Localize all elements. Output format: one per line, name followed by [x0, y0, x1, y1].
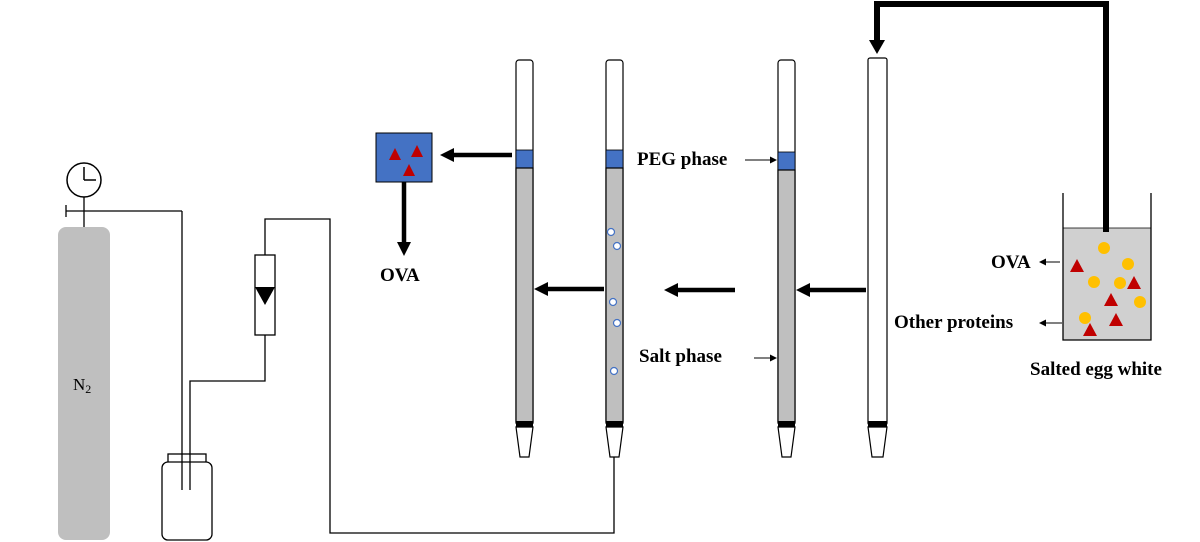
- arrow-col2-to-col1: [534, 282, 604, 296]
- red-triangle-icon: [403, 164, 415, 176]
- ova-legend-label: OVA: [991, 252, 1031, 273]
- red-triangle-icon: [411, 145, 423, 157]
- other-proteins-label: Other proteins: [894, 312, 1013, 333]
- arrow-box-to-ova: [397, 182, 411, 256]
- peg-phase-label: PEG phase: [637, 149, 727, 170]
- ova-output-label: OVA: [380, 265, 420, 286]
- gas-wash-bottle: [161, 453, 213, 541]
- beaker: [1062, 193, 1152, 341]
- n2-cylinder: N2: [58, 162, 182, 540]
- yellow-circle-icon: [1079, 242, 1146, 324]
- n2-cylinder-body: [58, 227, 110, 540]
- arrow-col4-to-col3: [796, 283, 866, 297]
- arrow-middle: [664, 283, 735, 297]
- gas-tubing: [181, 211, 615, 534]
- red-triangle-icon: [389, 148, 401, 160]
- red-triangle-icon: [1070, 259, 1141, 336]
- feed-line: [869, 1, 1109, 228]
- process-arrows: [397, 148, 866, 297]
- arrow-col1-to-box: [440, 148, 512, 162]
- column-4: [867, 57, 888, 458]
- ova-product-box: [375, 132, 433, 183]
- n2-label: N2: [73, 375, 91, 396]
- salted-egg-white-label: Salted egg white: [1030, 359, 1162, 380]
- pressure-gauge-icon: [66, 162, 102, 198]
- column-3: [777, 59, 796, 458]
- gas-bubbles: [606, 227, 622, 376]
- flowmeter-icon: [254, 254, 276, 336]
- column-1: [515, 59, 534, 458]
- salt-phase-label: Salt phase: [639, 346, 722, 367]
- column-2: [605, 59, 624, 458]
